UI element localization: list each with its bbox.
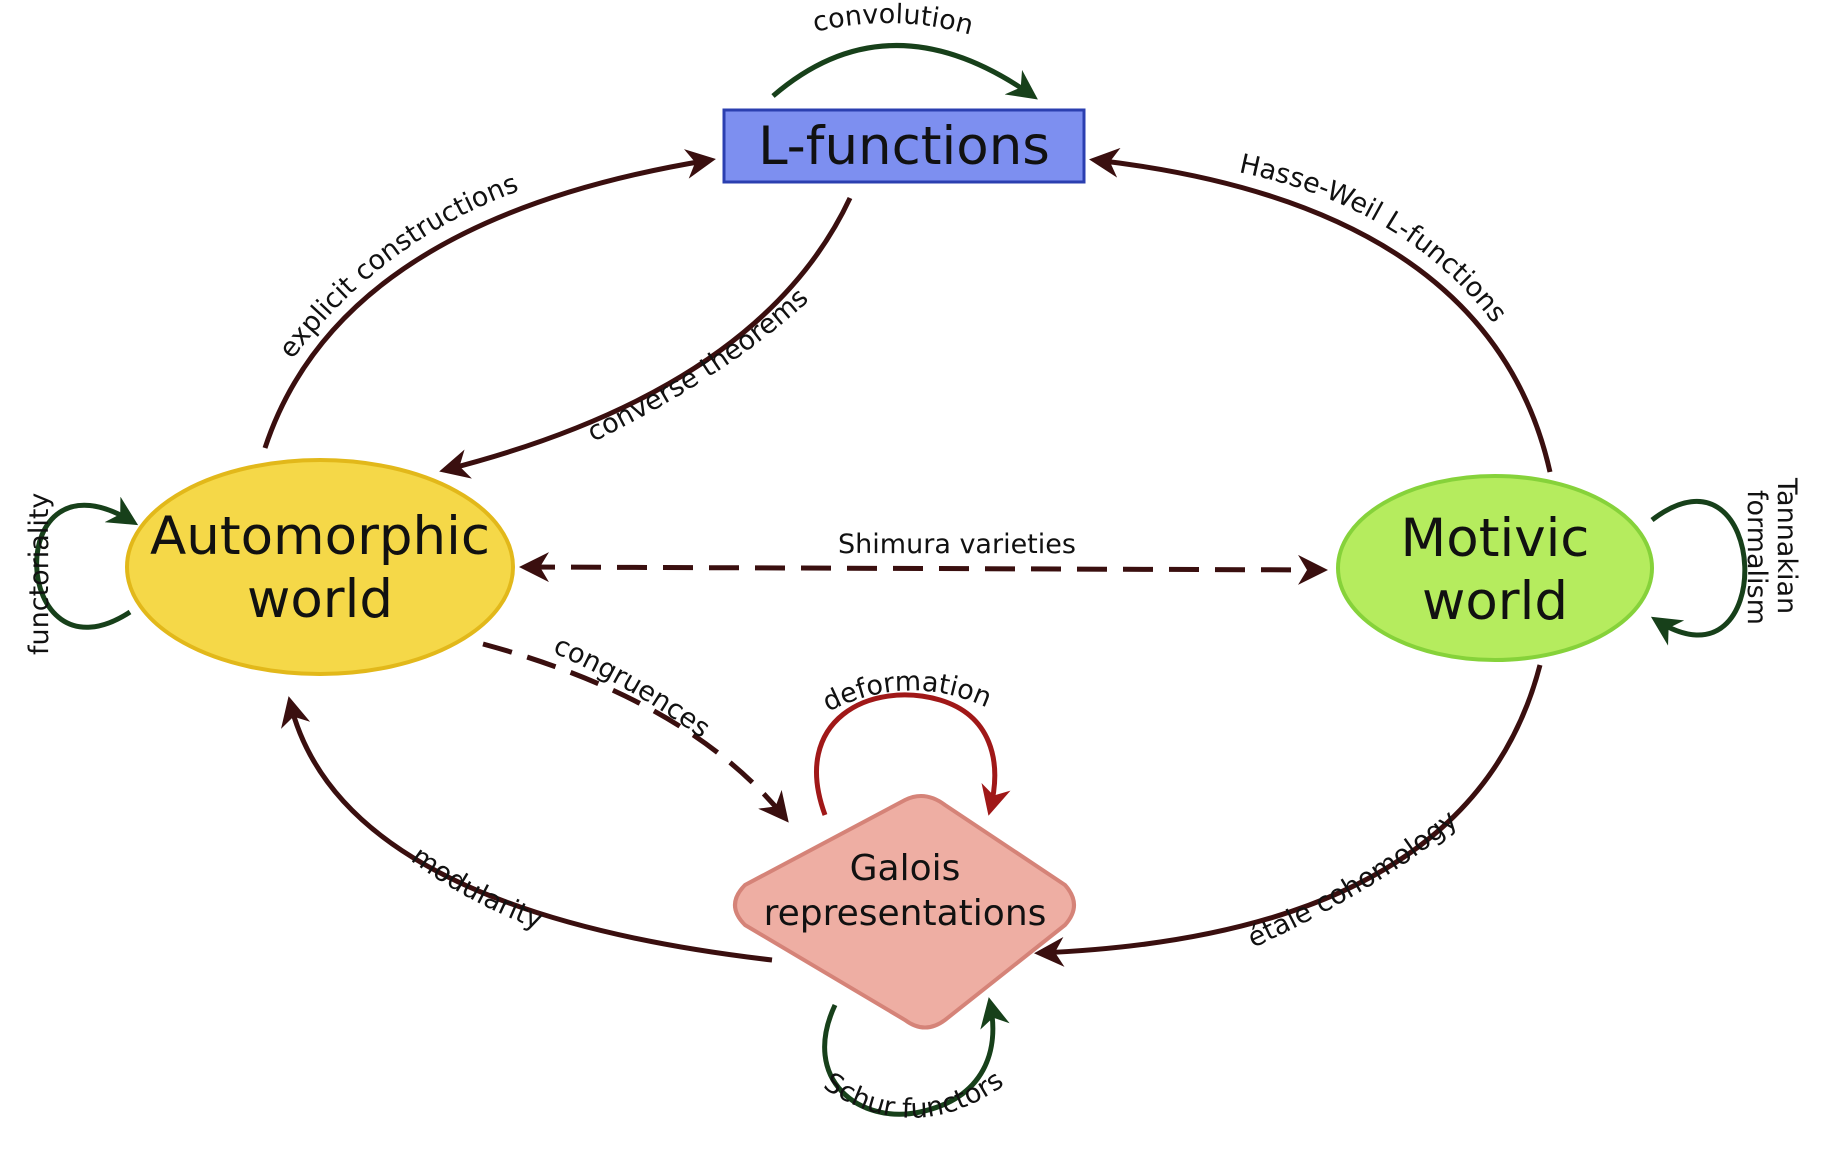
galois-label-line2: representations [764,893,1047,934]
motivic-label-line1: Motivic [1401,508,1590,569]
explicit-constructions-label: explicit constructions [273,168,522,364]
automorphic-world-node: Automorphic world [125,458,515,676]
etale-cohomology-arrow [1034,664,1543,967]
lfunctions-node: L-functions [722,108,1086,184]
schur-functors-label: Schur functors [818,1065,1009,1125]
lfunctions-label: L-functions [758,116,1050,177]
convolution-label: convolution [810,0,977,41]
congruences-label: congruences [549,630,716,744]
deformation-label: deformation [818,666,996,718]
shimura-varieties-label: Shimura varieties [838,529,1076,560]
tannakian-label-line1: Tannakian [1771,477,1802,614]
modularity-arrow [281,696,773,963]
etale-cohomology-label: étale cohomology [1243,804,1464,954]
galois-representations-node: Galois representations [733,794,1076,1030]
hasse-weil-arrow [1089,147,1553,473]
schur-functors-loop-arrow [822,997,1010,1117]
functoriality-label: functoriality [24,493,55,655]
tannakian-label-line2: formalism [1741,490,1772,625]
deformation-loop-arrow [814,692,1011,816]
explicit-constructions-arrow [262,149,716,449]
converse-theorems-arrow [439,196,853,479]
modularity-label: modularity [406,841,547,936]
galois-label-line1: Galois [850,848,961,889]
automorphic-label-line2: world [247,569,393,630]
congruences-arrow [482,641,789,823]
tannakian-loop-arrow [1650,499,1748,646]
shimura-varieties-arrow [519,552,1328,585]
automorphic-label-line1: Automorphic [150,506,490,567]
converse-theorems-label: converse theorems [582,282,814,448]
motivic-label-line2: world [1422,571,1568,632]
functoriality-loop-arrow [34,496,139,630]
motivic-world-node: Motivic world [1336,474,1654,662]
convolution-loop-arrow [771,43,1038,100]
